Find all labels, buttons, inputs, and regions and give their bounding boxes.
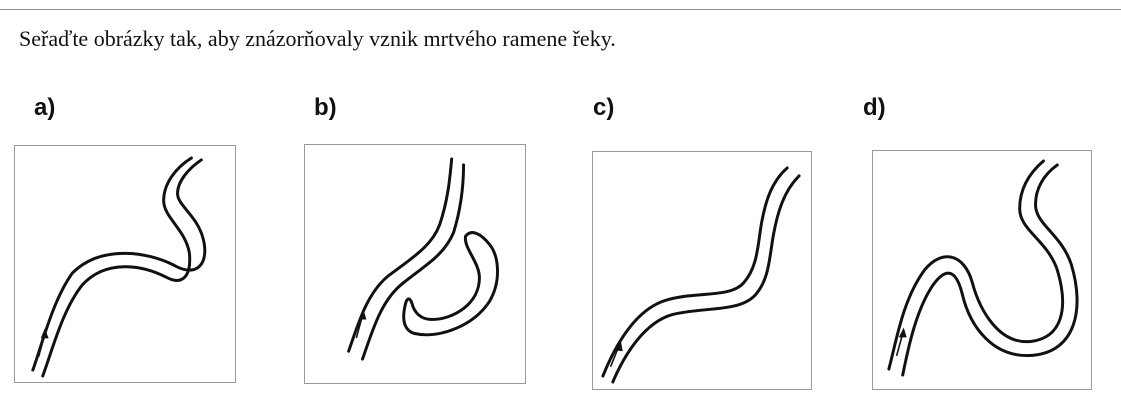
figure-d xyxy=(872,150,1092,390)
figure-b xyxy=(304,144,526,384)
river-meander-tight-loop-illustration xyxy=(15,146,235,382)
option-b-label: b) xyxy=(314,94,337,122)
oxbow-lake-illustration xyxy=(305,145,525,383)
figure-a xyxy=(14,145,236,383)
meander-neck-narrowing-illustration xyxy=(873,151,1091,389)
top-divider xyxy=(0,9,1121,10)
river-gentle-meander-illustration xyxy=(593,152,811,389)
option-a-label: a) xyxy=(34,94,55,122)
option-d-label: d) xyxy=(863,94,886,122)
option-c-label: c) xyxy=(593,94,614,122)
task-instruction: Seřaďte obrázky tak, aby znázorňovaly vz… xyxy=(19,26,616,52)
figure-c xyxy=(592,151,812,390)
